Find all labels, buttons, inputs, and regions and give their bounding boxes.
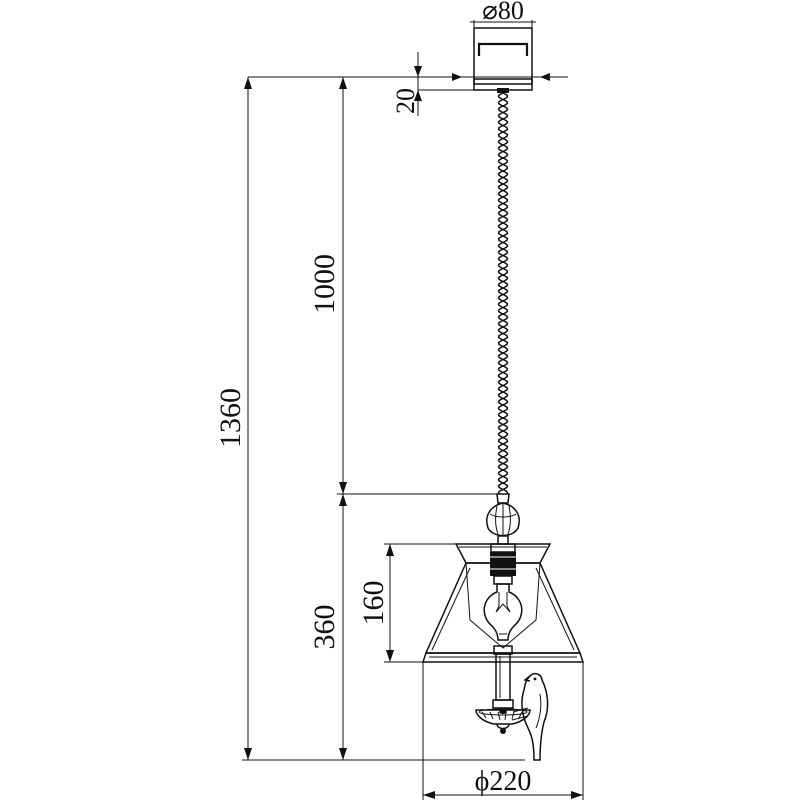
lamp-shade (421, 543, 585, 663)
edison-bulb (483, 583, 523, 641)
cord-length-label: 1000 (308, 254, 341, 314)
decorative-bowl (475, 708, 531, 734)
bird-ornament (511, 672, 549, 761)
shade-height-dimension: 160 (357, 543, 456, 663)
total-height-dimension: 1360 (214, 77, 525, 761)
twisted-cord (497, 92, 509, 495)
decorative-knob (486, 493, 520, 545)
ceiling-canopy (473, 27, 533, 93)
canopy-diameter-dimension: ⌀80 (470, 0, 536, 28)
canopy-height-label: 20 (391, 88, 420, 114)
candle-stem (492, 645, 514, 709)
cord-length-dimension: 1000 (308, 77, 498, 495)
shade-height-label: 160 (357, 581, 390, 626)
lamp-socket (490, 543, 516, 585)
total-height-label: 1360 (214, 388, 247, 448)
shade-diameter-dimension: ϕ220 (422, 662, 584, 800)
fixture-height-dimension: 360 (308, 494, 347, 760)
canopy-height-dimension: 20 (248, 52, 568, 116)
shade-diameter-label: ϕ220 (475, 766, 532, 797)
fixture-height-label: 360 (308, 605, 341, 650)
canopy-diameter-label: ⌀80 (482, 0, 524, 25)
